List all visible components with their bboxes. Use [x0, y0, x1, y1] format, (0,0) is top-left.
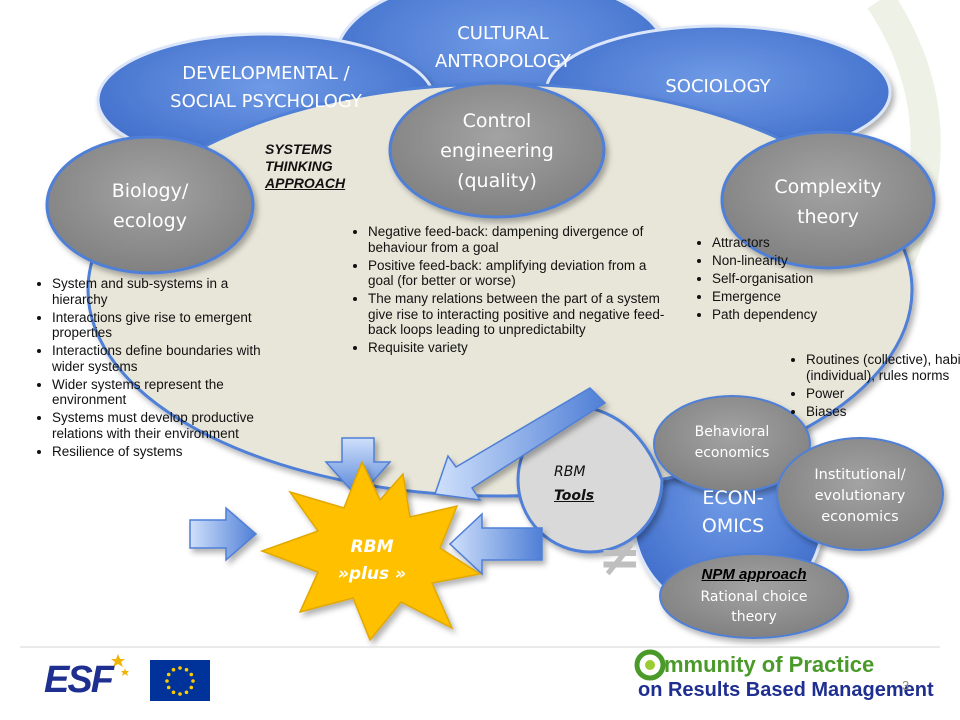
list-item: System and sub-systems in a hierarchy	[52, 276, 284, 307]
rbm-plus-label: RBM »plus »	[337, 537, 407, 584]
list-item: Emergence	[712, 289, 882, 305]
rbm-tools-pie	[516, 406, 664, 554]
complexity-theory-oval	[720, 130, 936, 270]
arrow-from-systems	[324, 437, 392, 500]
list-item: Non-linearity	[712, 253, 882, 269]
sociology-label: SOCIOLOGY	[665, 76, 771, 97]
arrow-from-control	[433, 387, 607, 501]
npm-approach-oval	[659, 553, 849, 639]
cop-logo-line2: on Results Based Management	[638, 679, 934, 701]
institutional-economics-label: Institutional/ evolutionary economics	[814, 467, 906, 525]
list-item: Negative feed-back: dampening divergence…	[368, 224, 674, 255]
esf-star-icon	[111, 654, 125, 667]
eu-flag-stars-icon	[165, 666, 195, 696]
list-item: Biases	[806, 404, 960, 420]
esf-logo: ESF	[44, 659, 114, 701]
list-item: Resilience of systems	[52, 444, 284, 460]
behavioral-economics-oval	[653, 395, 811, 493]
systems-thinking-heading: SYSTEMS THINKING APPROACH	[265, 141, 346, 191]
rbm-plus-star	[259, 460, 482, 642]
biology-ecology-label: Biology/ ecology	[111, 180, 189, 232]
cop-logo-line1: mmunity of Practice	[664, 652, 875, 677]
cop-logo-icon	[634, 649, 666, 681]
npm-approach-title: NPM approach	[701, 566, 807, 583]
list-item: Positive feed-back: amplifying deviation…	[368, 258, 674, 289]
control-bullet-list: Negative feed-back: dampening divergence…	[350, 224, 674, 358]
economics-label: ECON- OMICS	[701, 487, 765, 537]
biology-ecology-oval	[45, 135, 255, 275]
list-item: Attractors	[712, 235, 882, 251]
arrow-from-biology	[189, 506, 258, 562]
list-item: Path dependency	[712, 307, 882, 323]
complexity-theory-label: Complexity theory	[774, 176, 882, 228]
control-engineering-oval	[388, 81, 606, 219]
page-number: 3	[902, 678, 910, 693]
list-item: Systems must develop productive relation…	[52, 410, 284, 441]
list-item: Routines (collective), habits (individua…	[806, 352, 960, 383]
biology-bullet-list: System and sub-systems in a hierarchy In…	[34, 276, 284, 462]
developmental-psychology-label: DEVELOPMENTAL / SOCIAL PSYCHOLOGY	[170, 63, 362, 112]
behavioral-economics-label: Behavioral economics	[694, 424, 770, 461]
arrow-from-rbm-tools	[448, 512, 543, 576]
esf-star-icon-2	[121, 668, 129, 676]
institutional-economics-oval	[776, 437, 944, 551]
rbm-tools-label: RBM Tools	[554, 464, 595, 504]
not-equal-symbol: ≠	[598, 528, 642, 588]
list-item: Self-organisation	[712, 271, 882, 287]
economics-bullet-list: Routines (collective), habits (individua…	[788, 352, 960, 422]
esf-logo-background	[42, 660, 114, 700]
list-item: Requisite variety	[368, 340, 674, 356]
list-item: The many relations between the part of a…	[368, 291, 674, 338]
list-item: Power	[806, 386, 960, 402]
npm-approach-subtitle: Rational choice theory	[700, 589, 808, 625]
list-item: Interactions define boundaries with wide…	[52, 343, 284, 374]
complexity-bullet-list: Attractors Non-linearity Self-organisati…	[694, 235, 882, 325]
list-item: Interactions give rise to emergent prope…	[52, 310, 284, 341]
control-engineering-label: Control engineering (quality)	[440, 110, 554, 192]
cultural-anthropology-label: CULTURAL ANTROPOLOGY	[434, 23, 572, 72]
list-item: Wider systems represent the environment	[52, 377, 284, 408]
